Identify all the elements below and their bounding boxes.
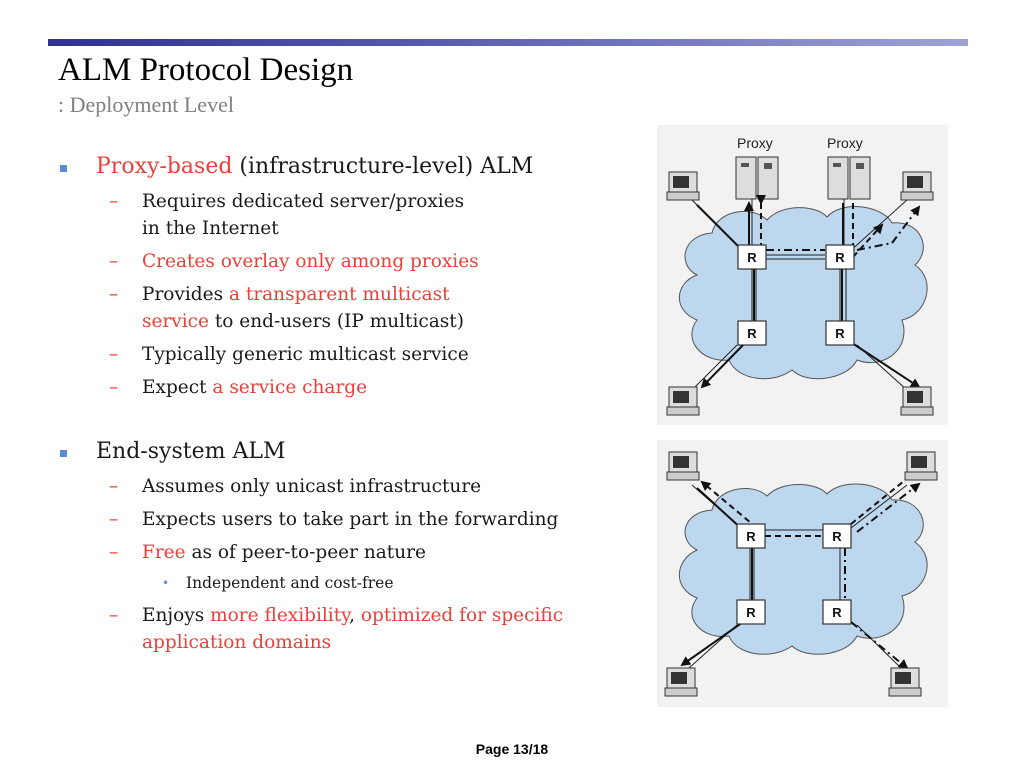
internet-cloud: [678, 206, 928, 380]
dash-bullet-icon: –: [109, 191, 119, 212]
internet-cloud: [678, 483, 928, 655]
square-bullet-icon: [60, 165, 67, 172]
dash-bullet-icon: –: [109, 509, 119, 530]
computer-icon: [904, 451, 938, 481]
proxy-alm-diagram: Proxy Proxy: [657, 125, 948, 425]
sub-bullet: – Assumes only unicast infrastructure: [58, 473, 648, 500]
slide-title: ALM Protocol Design: [58, 52, 354, 88]
bullet-end-system: End-system ALM: [58, 437, 648, 467]
dash-bullet-icon: –: [109, 377, 119, 398]
proxy-server-icon: [735, 156, 779, 200]
sub-bullet: – Enjoys more flexibility, optimized for…: [58, 602, 648, 656]
dot-bullet-icon: •: [162, 576, 170, 590]
router-icon: R: [825, 320, 855, 346]
dash-bullet-icon: –: [109, 542, 119, 563]
computer-icon: [666, 171, 700, 201]
dash-bullet-icon: –: [109, 605, 119, 626]
square-bullet-icon: [60, 450, 67, 457]
bullet-proxy-based: Proxy-based (infrastructure-level) ALM: [58, 152, 648, 182]
computer-icon: [664, 667, 698, 697]
computer-icon: [666, 451, 700, 481]
router-icon: R: [737, 320, 767, 346]
computer-icon: [900, 386, 934, 416]
svg-text:R: R: [832, 529, 842, 544]
sub-bullet: – Requires dedicated server/proxies in t…: [58, 188, 648, 242]
svg-text:R: R: [835, 250, 845, 265]
sub-bullet: – Provides a transparent multicast servi…: [58, 281, 648, 335]
svg-text:R: R: [832, 605, 842, 620]
svg-text:R: R: [746, 529, 756, 544]
computer-icon: [900, 171, 934, 201]
dash-bullet-icon: –: [109, 476, 119, 497]
svg-text:R: R: [835, 326, 845, 341]
slide-body: Proxy-based (infrastructure-level) ALM –…: [58, 152, 648, 662]
sub-bullet: – Typically generic multicast service: [58, 341, 648, 368]
end-system-alm-diagram: R R R R: [657, 440, 948, 707]
dash-bullet-icon: –: [109, 284, 119, 305]
slide-subtitle: : Deployment Level: [58, 92, 234, 117]
sub-bullet: – Creates overlay only among proxies: [58, 248, 648, 275]
title-bar: [48, 39, 968, 46]
router-icon: R: [736, 523, 766, 549]
router-icon: R: [822, 599, 852, 625]
dash-bullet-icon: –: [109, 251, 119, 272]
router-icon: R: [825, 244, 855, 270]
svg-text:R: R: [747, 250, 757, 265]
svg-text:R: R: [747, 326, 757, 341]
proxy-label-left: Proxy: [737, 135, 773, 151]
sub-bullet: – Expect a service charge: [58, 374, 648, 401]
router-icon: R: [736, 599, 766, 625]
page-number: Page 13/18: [475, 741, 549, 757]
sub-bullet: – Free as of peer-to-peer nature: [58, 539, 648, 566]
sub-sub-bullet: • Independent and cost-free: [162, 574, 394, 592]
computer-icon: [888, 667, 922, 697]
computer-icon: [666, 386, 700, 416]
svg-text:R: R: [746, 605, 756, 620]
router-icon: R: [737, 244, 767, 270]
dash-bullet-icon: –: [109, 344, 119, 365]
proxy-server-icon: [827, 156, 871, 200]
router-icon: R: [822, 523, 852, 549]
sub-bullet: – Expects users to take part in the forw…: [58, 506, 648, 533]
proxy-label-right: Proxy: [827, 135, 863, 151]
